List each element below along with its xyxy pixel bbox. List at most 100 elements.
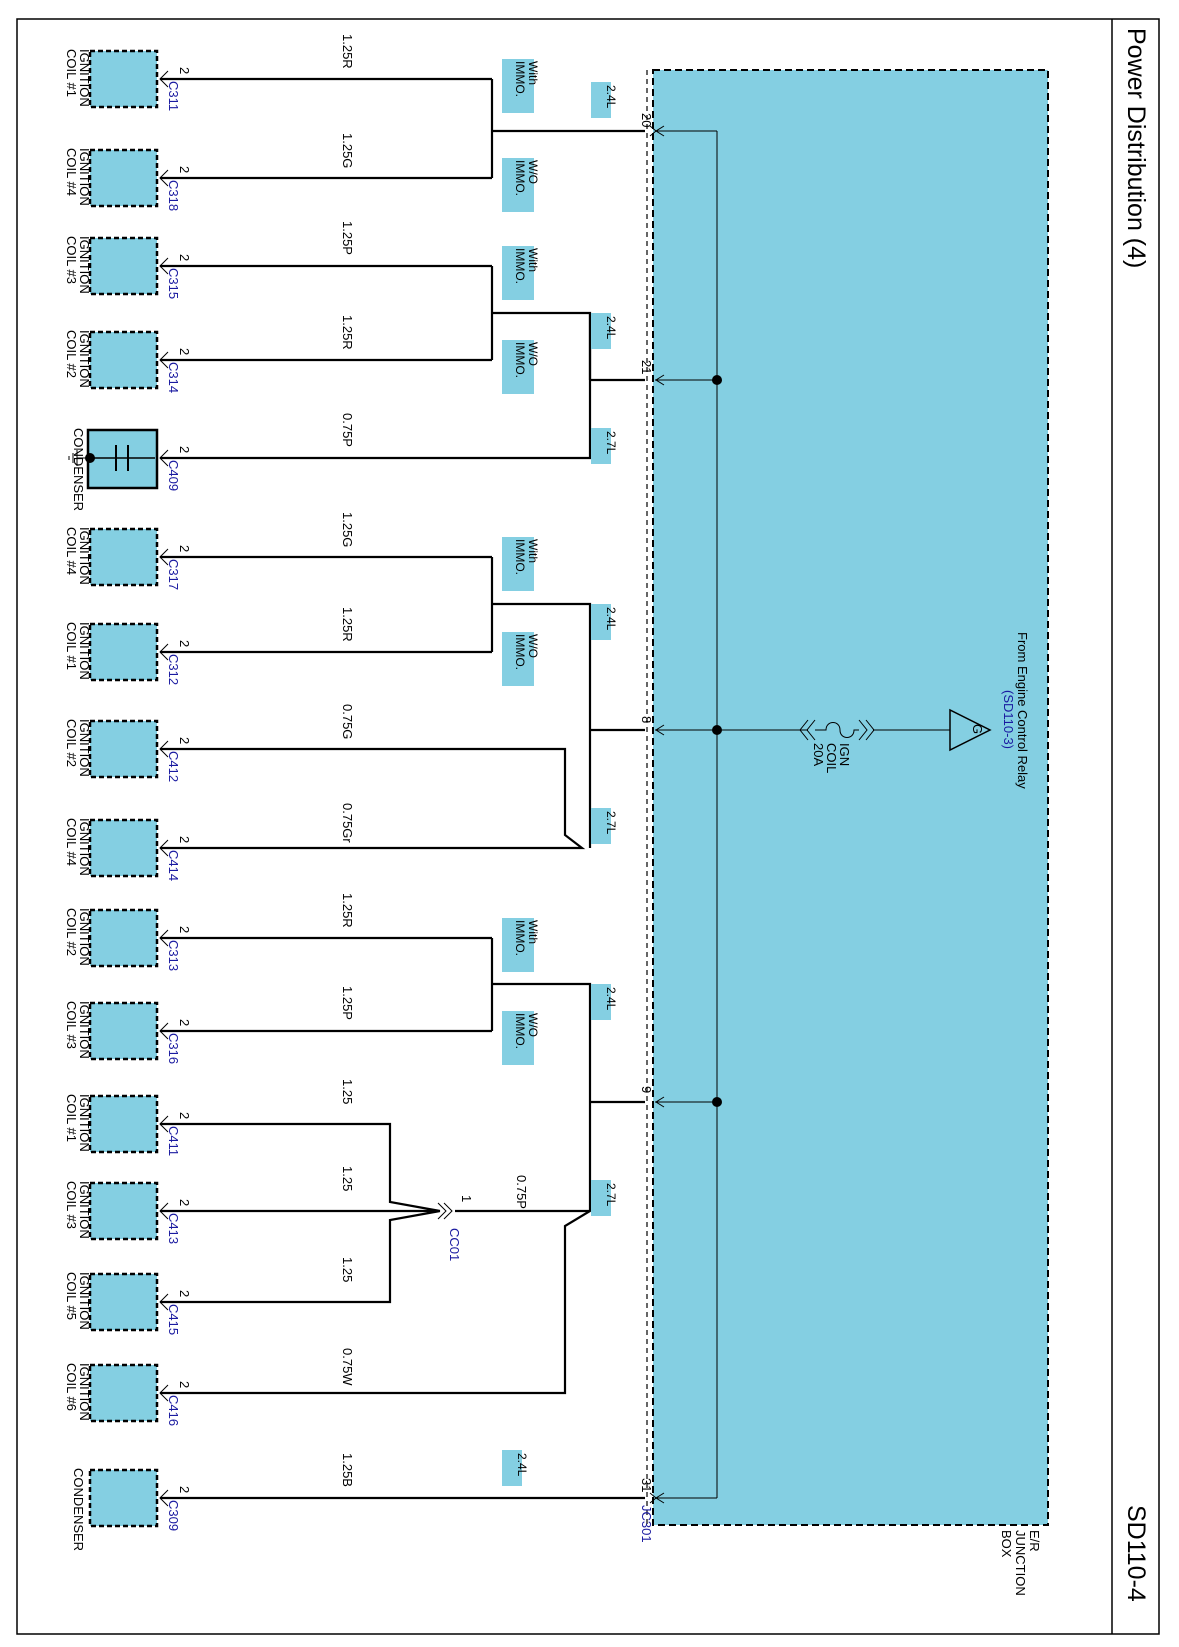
pin-number: 2 bbox=[177, 926, 192, 933]
wire-label: 1.25G bbox=[340, 512, 355, 547]
terminal-31: 31 bbox=[639, 1478, 654, 1492]
component-label: IGNITION bbox=[77, 148, 92, 206]
svg-text:With: With bbox=[526, 61, 540, 85]
component-box bbox=[88, 148, 159, 208]
page-title: Power Distribution (4) bbox=[1122, 28, 1150, 268]
component-label: CONDENSER bbox=[71, 428, 86, 511]
svg-text:1: 1 bbox=[459, 1195, 474, 1202]
svg-text:JUNCTION: JUNCTION bbox=[1013, 1530, 1028, 1596]
component-label: IGNITION bbox=[77, 527, 92, 585]
pin-number: 2 bbox=[177, 348, 192, 355]
component-label: IGNITION bbox=[77, 1181, 92, 1239]
component-box bbox=[88, 1001, 159, 1061]
component-label: COIL #4 bbox=[64, 148, 79, 196]
svg-text:IMMO.: IMMO. bbox=[513, 61, 527, 97]
svg-text:IGN: IGN bbox=[837, 743, 852, 766]
wire-label: 0.75W bbox=[340, 1348, 355, 1386]
wire-label: 1.25 bbox=[340, 1166, 355, 1191]
pin-number: 2 bbox=[177, 1199, 192, 1206]
svg-text:2.4L: 2.4L bbox=[604, 987, 618, 1011]
wire-label: 0.75G bbox=[340, 704, 355, 739]
connector-pin-icon bbox=[159, 257, 169, 275]
connector-label: C317 bbox=[166, 559, 181, 590]
junction-box-label: E/R JUNCTION BOX bbox=[999, 1530, 1042, 1596]
component-label: CONDENSER bbox=[71, 1468, 86, 1551]
connector-pin-icon bbox=[159, 169, 169, 187]
splice-badge: 2.4L bbox=[591, 604, 618, 640]
component-label: IGNITION bbox=[77, 236, 92, 294]
component-label: IGNITION bbox=[77, 1272, 92, 1330]
wire-label: 1.25P bbox=[340, 986, 355, 1020]
component-box bbox=[88, 818, 159, 878]
svg-text:IMMO.: IMMO. bbox=[513, 342, 527, 378]
wire-label: 1.25G bbox=[340, 133, 355, 168]
component-label: IGNITION bbox=[77, 49, 92, 107]
pin-number: 2 bbox=[177, 737, 192, 744]
junction-box bbox=[652, 69, 1049, 1526]
wire-label: 1.25 bbox=[340, 1079, 355, 1104]
pin-number: 2 bbox=[177, 254, 192, 261]
component-box bbox=[88, 527, 159, 587]
svg-text:0.75P: 0.75P bbox=[514, 1175, 529, 1209]
relay-source: G From Engine Control Relay (SD110-3) bbox=[949, 632, 1030, 789]
svg-text:W/O: W/O bbox=[526, 342, 540, 366]
connector-pin-icon bbox=[159, 1293, 169, 1311]
joint-connector-cc01: 1 CC01 0.75P bbox=[160, 1122, 529, 1304]
connector-pin-icon bbox=[159, 351, 169, 369]
connector-pin-icon bbox=[159, 70, 169, 88]
pin-number: 2 bbox=[177, 1019, 192, 1026]
connector-label: C413 bbox=[166, 1213, 181, 1244]
splice-badge: 2.4L bbox=[502, 1450, 529, 1486]
component-box bbox=[88, 1181, 159, 1241]
splice-badge: 2.4L bbox=[591, 82, 618, 118]
component-label: COIL #1 bbox=[64, 49, 79, 97]
immo-labels: WithIMMO.W/OIMMO.WithIMMO.W/OIMMO.WithIM… bbox=[502, 59, 540, 1065]
component-label: IGNITION bbox=[77, 1094, 92, 1152]
connector-label: C318 bbox=[166, 180, 181, 211]
component-label: IGNITION bbox=[77, 1363, 92, 1421]
pin-number: 2 bbox=[177, 446, 192, 453]
component-box bbox=[88, 330, 159, 390]
svg-text:IMMO.: IMMO. bbox=[513, 634, 527, 670]
connector-label: C316 bbox=[166, 1033, 181, 1064]
svg-text:IMMO.: IMMO. bbox=[513, 1013, 527, 1049]
connector-label: C412 bbox=[166, 751, 181, 782]
connector-pin-icon bbox=[159, 449, 169, 467]
wire-label: 0.75P bbox=[340, 413, 355, 447]
splice-badge: 2.7L bbox=[591, 428, 618, 464]
splice-badge: 2.7L bbox=[591, 808, 618, 844]
component-label: COIL #3 bbox=[64, 236, 79, 284]
svg-text:CC01: CC01 bbox=[447, 1228, 462, 1261]
component-label: COIL #1 bbox=[64, 622, 79, 670]
component-label: COIL #5 bbox=[64, 1272, 79, 1320]
relay-symbol: G bbox=[970, 724, 985, 734]
component-box bbox=[88, 908, 159, 968]
svg-text:With: With bbox=[526, 248, 540, 272]
component-box bbox=[88, 1363, 159, 1423]
connector-label: C411 bbox=[166, 1126, 181, 1156]
connector-pin-icon bbox=[159, 740, 169, 758]
svg-text:IMMO.: IMMO. bbox=[513, 160, 527, 196]
connector-label: C313 bbox=[166, 940, 181, 971]
svg-text:W/O: W/O bbox=[526, 1013, 540, 1037]
svg-text:20A: 20A bbox=[811, 743, 826, 766]
connector-label: C314 bbox=[166, 362, 181, 393]
component-box bbox=[88, 1272, 159, 1332]
connector-label: C309 bbox=[166, 1500, 181, 1531]
component-box bbox=[88, 236, 159, 296]
connector-pin-icon bbox=[159, 1115, 169, 1133]
connector-label: C409 bbox=[166, 460, 181, 491]
connector-label: C415 bbox=[166, 1304, 181, 1335]
component-label: COIL #4 bbox=[64, 818, 79, 866]
connector-pin-icon bbox=[159, 643, 169, 661]
connector-pin-icon bbox=[159, 548, 169, 566]
component-label: IGNITION bbox=[77, 818, 92, 876]
